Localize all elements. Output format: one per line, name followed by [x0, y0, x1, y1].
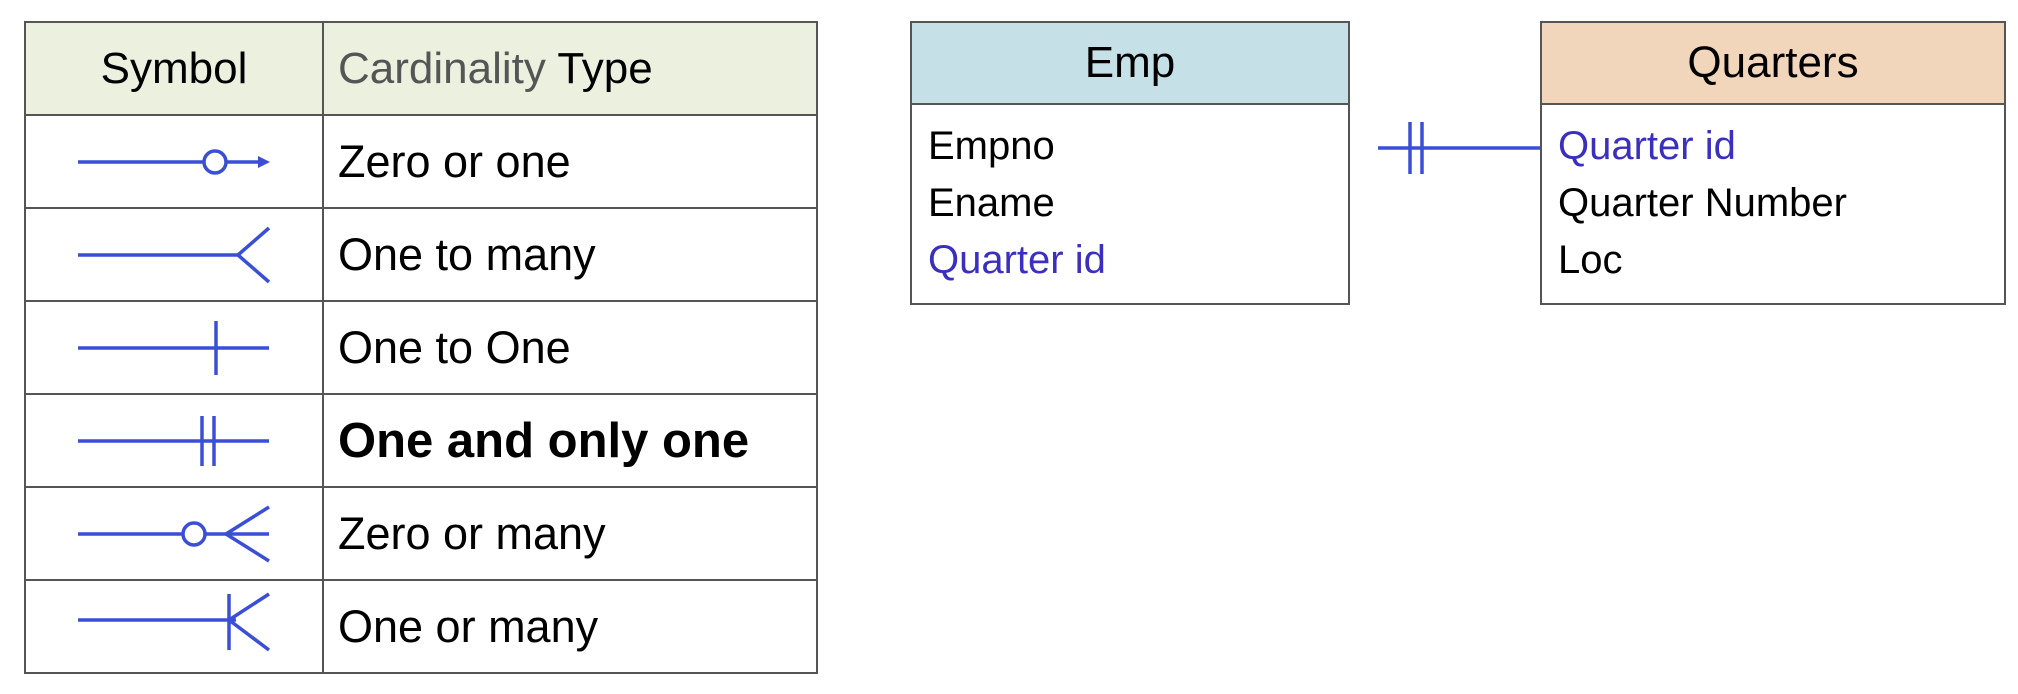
quarters-attribute: Loc	[1558, 238, 1623, 282]
legend-symbol-cell	[24, 207, 324, 302]
legend-label: One to many	[322, 207, 818, 302]
legend-header-cardinality: Cardinality	[338, 43, 546, 93]
one-to-one-icon	[78, 320, 269, 375]
legend-symbol-cell	[24, 486, 324, 581]
quarters-attribute: Quarter Number	[1558, 181, 1847, 225]
legend-symbol-cell	[24, 114, 324, 209]
emp-attribute: Ename	[928, 181, 1055, 225]
legend-label: Zero or many	[322, 486, 818, 581]
legend-header-symbol: Symbol	[24, 21, 324, 116]
emp-entity-title: Emp	[912, 23, 1348, 105]
legend-header-type: Type	[557, 43, 653, 93]
quarters-entity: Quarters Quarter id Quarter Number Loc	[1540, 21, 2006, 305]
quarters-entity-title: Quarters	[1542, 23, 2004, 105]
one-or-many-icon	[78, 592, 271, 651]
quarters-attribute-list: Quarter id Quarter Number Loc	[1542, 105, 2004, 289]
legend-symbol-cell	[24, 393, 324, 488]
relationship-connector-one-and-only-one-icon	[1378, 122, 1540, 174]
legend-row: Zero or one	[24, 114, 818, 209]
zero-or-one-icon	[78, 148, 270, 175]
legend-label: One or many	[322, 579, 818, 674]
legend-row: One to One	[24, 300, 818, 395]
emp-attribute-list: Empno Ename Quarter id	[912, 105, 1348, 289]
legend-header-cardinality-type: Cardinality Type	[322, 21, 818, 116]
emp-attribute: Empno	[928, 124, 1055, 168]
legend-row: One and only one	[24, 393, 818, 488]
legend-row: One or many	[24, 579, 818, 674]
one-to-many-icon	[78, 226, 271, 283]
legend-label: Zero or one	[322, 114, 818, 209]
legend-header-row: Symbol Cardinality Type	[24, 21, 818, 116]
legend-label: One and only one	[322, 393, 818, 488]
one-and-only-one-icon	[78, 415, 269, 466]
emp-entity: Emp Empno Ename Quarter id	[910, 21, 1350, 305]
legend-row: One to many	[24, 207, 818, 302]
legend-symbol-cell	[24, 579, 324, 674]
emp-foreign-key-attribute: Quarter id	[928, 238, 1106, 282]
legend-label: One to One	[322, 300, 818, 395]
quarters-primary-key-attribute: Quarter id	[1558, 124, 1736, 168]
zero-or-many-icon	[78, 505, 270, 562]
legend-symbol-cell	[24, 300, 324, 395]
legend-row: Zero or many	[24, 486, 818, 581]
cardinality-legend-table: Symbol Cardinality Type Zero or one	[24, 21, 818, 674]
